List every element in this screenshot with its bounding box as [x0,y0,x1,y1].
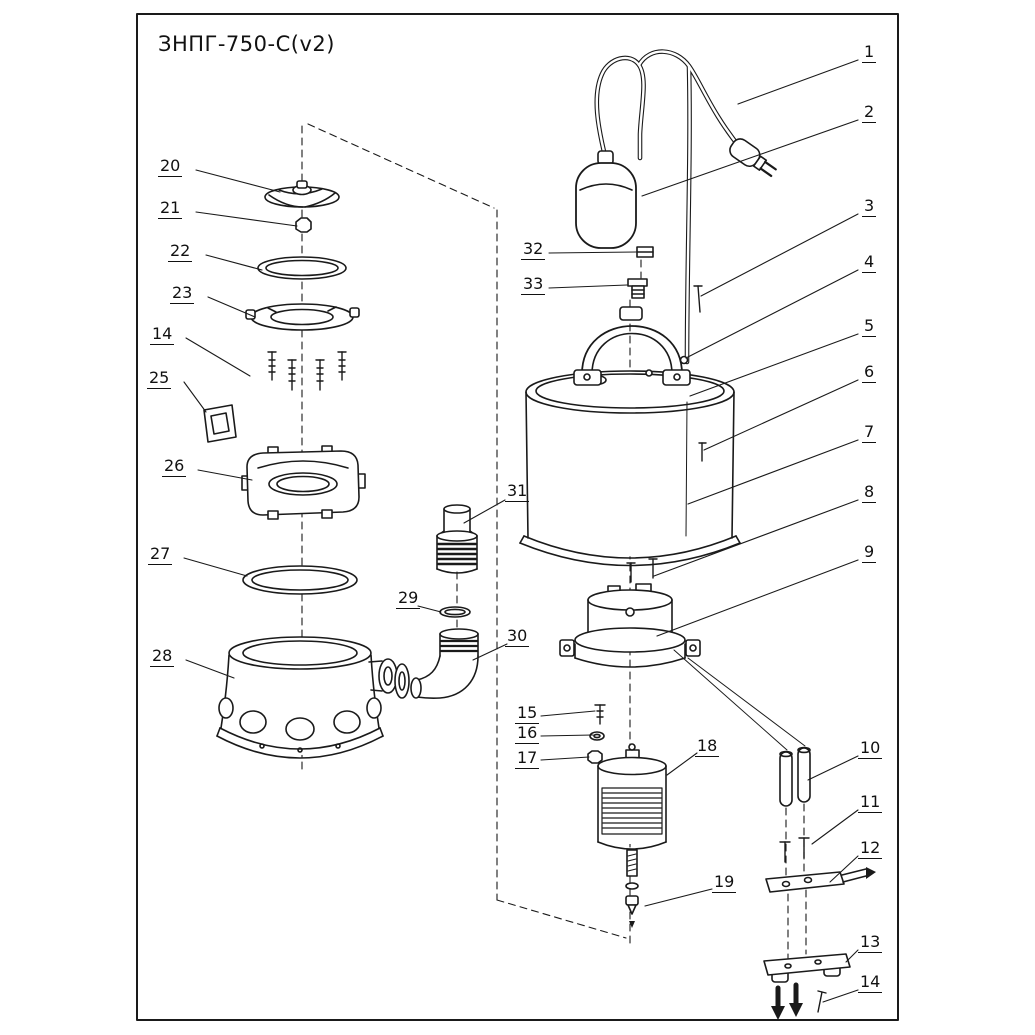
callout-25: 25 [147,368,172,389]
callout-29: 29 [396,588,421,609]
elbow-o-ring [439,606,471,618]
pump-housing [216,636,398,759]
bottom-bracket [765,867,876,893]
outlet-nipple [394,663,410,699]
callout-20: 20 [158,156,183,177]
callout-13: 13 [858,932,883,953]
flow-arrows [771,982,803,1020]
callout-18: 18 [695,736,720,757]
pump-body [519,369,741,567]
cable-gland [627,278,648,299]
motor-screws [626,558,658,583]
callout-19: 19 [712,872,737,893]
power-cord [594,49,745,365]
terminal-clip [203,404,237,443]
power-plug [729,138,777,178]
callout-17: 17 [515,748,540,769]
callout-26: 26 [162,456,187,477]
callout-27: 27 [148,544,173,565]
mounting-screws [267,351,347,391]
callout-22: 22 [168,241,193,262]
washer-16 [589,731,605,741]
body-pin [698,442,707,462]
hose-adapter [436,504,478,574]
shaft-nut [625,895,639,928]
callout-31: 31 [505,481,530,502]
callout-16: 16 [515,723,540,744]
callout-28: 28 [150,646,175,667]
impeller-nut [295,217,312,233]
main-o-ring [242,565,358,595]
diffuser-plate [245,303,360,331]
diagram-frame [136,13,899,1021]
elbow-fitting [410,628,479,699]
callout-14-bottom: 14 [858,972,883,993]
callout-11: 11 [858,792,883,813]
callout-14-left: 14 [150,324,175,345]
callout-6: 6 [862,362,877,383]
tie-rod-screws [779,837,810,863]
callout-9: 9 [862,542,877,563]
float-switch [575,150,637,249]
upper-o-ring [257,256,347,280]
page-title: ЗНПГ-750-С(v2) [158,32,335,56]
impeller [264,180,340,208]
cable-clamp [636,246,654,258]
callout-32: 32 [521,239,546,260]
callout-3: 3 [862,196,877,217]
callout-33: 33 [521,274,546,295]
callout-10: 10 [858,738,883,759]
volute-ring [241,445,366,520]
callout-23: 23 [170,283,195,304]
screw-15 [594,704,606,725]
rotor [597,743,667,890]
tie-rod-sleeves [779,746,811,807]
callout-21: 21 [158,198,183,219]
callout-12: 12 [858,838,883,859]
assembly-tie-lines [673,649,806,751]
callout-30: 30 [505,626,530,647]
callout-15: 15 [515,703,540,724]
seal-housing [559,583,701,668]
leader-lines [183,59,859,1003]
nut-17 [587,750,603,764]
callout-8: 8 [862,482,877,503]
callout-7: 7 [862,422,877,443]
handle-pin [693,285,703,313]
base-pin [817,990,827,1013]
base-plate [763,953,851,983]
carry-handle [573,306,691,386]
callout-4: 4 [862,252,877,273]
callout-1: 1 [862,42,877,63]
callout-2: 2 [862,102,877,123]
callout-5: 5 [862,316,877,337]
